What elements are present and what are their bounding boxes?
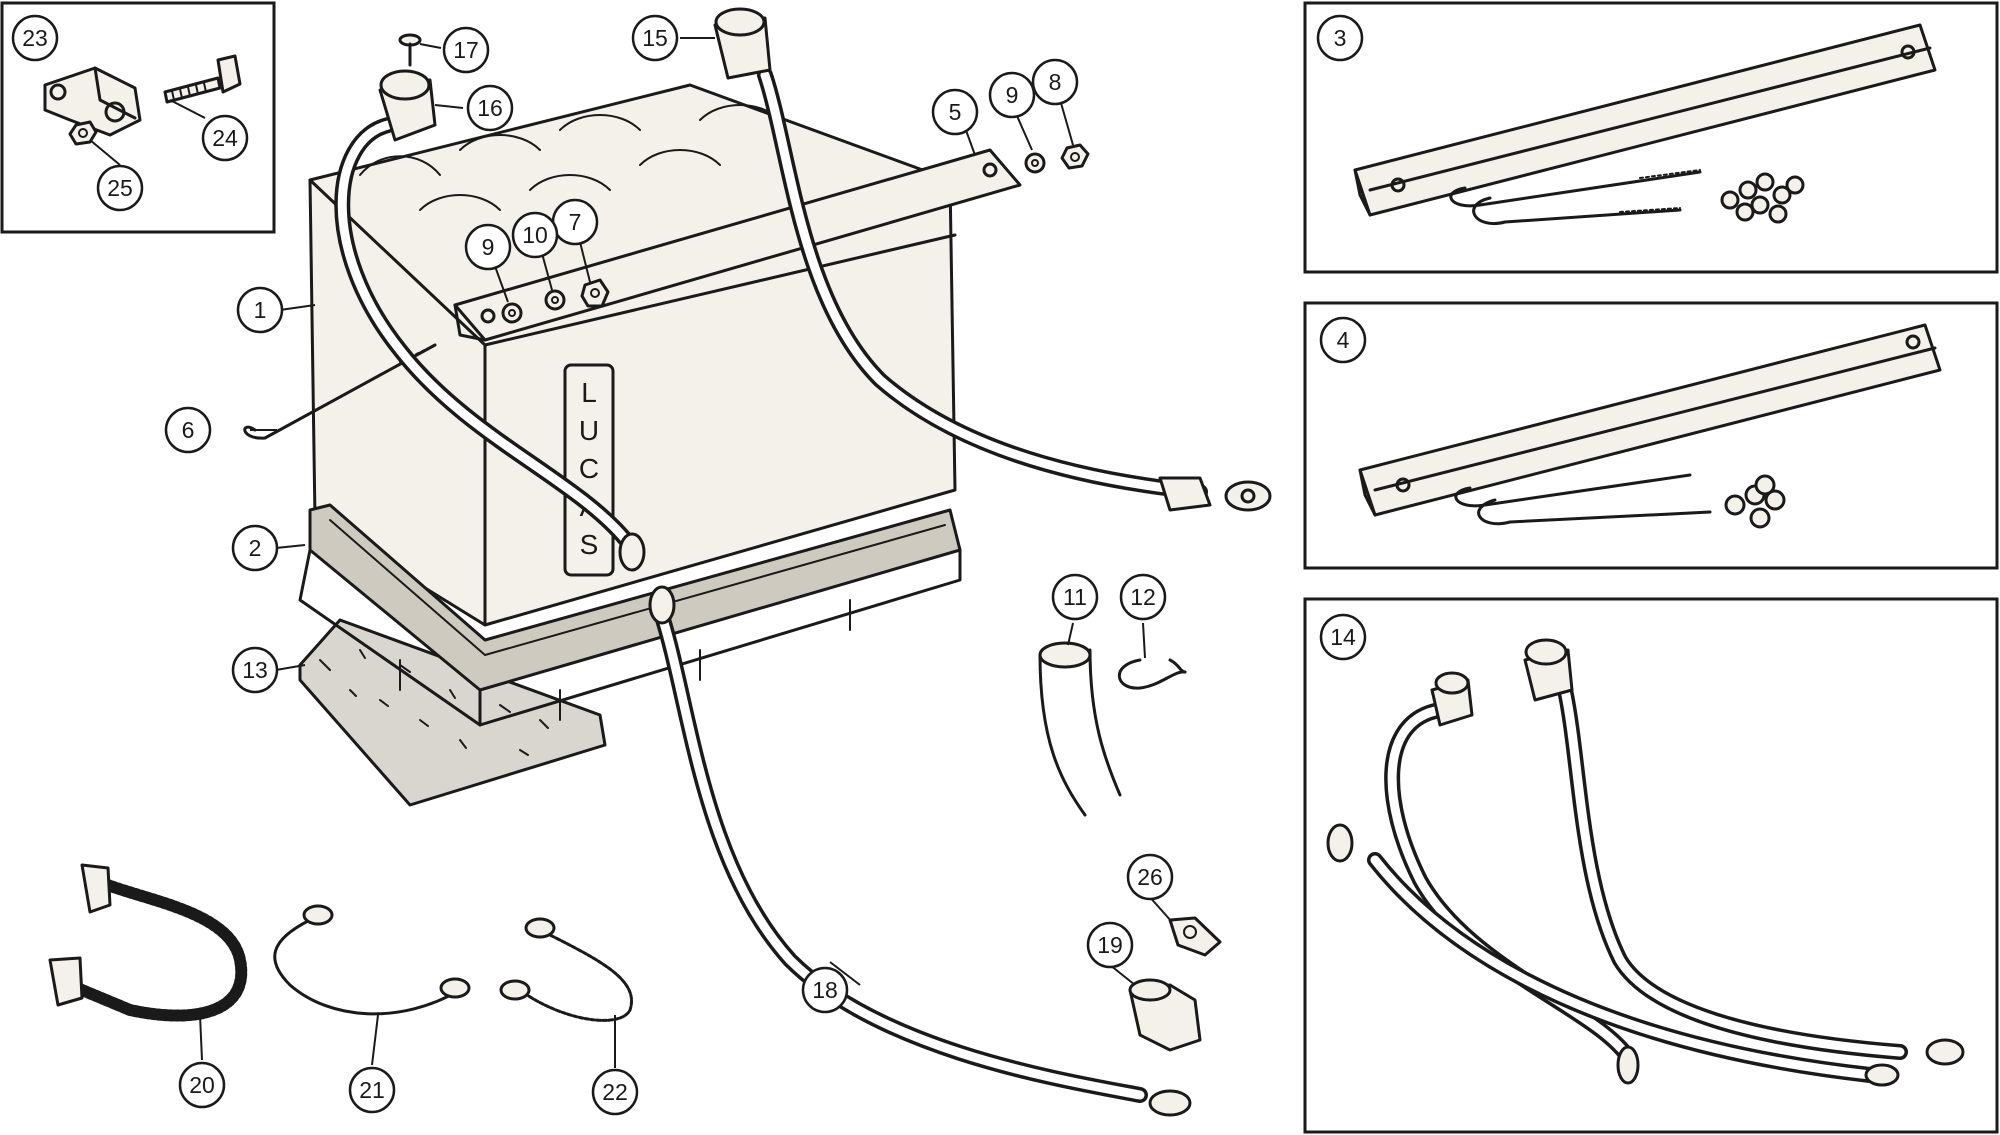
battery-cable-16 — [334, 117, 646, 572]
clamp-nuts-3 — [1720, 172, 1805, 224]
callout-9-right: 9 — [988, 71, 1036, 119]
callout-8: 8 — [1031, 58, 1079, 106]
callout-22: 22 — [591, 1068, 639, 1116]
callout-24: 24 — [201, 114, 249, 162]
cable-clip — [1117, 658, 1187, 690]
svg-text:7: 7 — [569, 209, 582, 235]
svg-text:14: 14 — [1330, 624, 1356, 650]
svg-text:9: 9 — [482, 234, 495, 260]
callout-7: 7 — [551, 198, 599, 246]
svg-text:2: 2 — [249, 535, 262, 561]
svg-text:5: 5 — [949, 99, 962, 125]
nut-8 — [1060, 143, 1090, 170]
svg-text:1: 1 — [254, 297, 267, 323]
inset-panel-cable-set — [1303, 597, 1999, 1134]
washer-9-left — [501, 302, 523, 324]
callout-1: 1 — [236, 286, 284, 334]
callout-21: 21 — [348, 1066, 396, 1114]
svg-text:4: 4 — [1337, 327, 1350, 353]
svg-text:16: 16 — [477, 95, 503, 121]
brand-letter-c: C — [579, 453, 599, 484]
clamp-nuts-4 — [1724, 474, 1786, 529]
callout-17: 17 — [442, 26, 490, 74]
inset-panel-clamp-4 — [1303, 301, 1999, 570]
svg-text:24: 24 — [212, 125, 238, 151]
svg-text:3: 3 — [1334, 25, 1347, 51]
svg-text:26: 26 — [1137, 864, 1163, 890]
callout-19: 19 — [1086, 921, 1134, 969]
callout-26: 26 — [1126, 853, 1174, 901]
screw-17 — [398, 33, 422, 67]
callout-15: 15 — [631, 14, 679, 62]
terminal-bolt — [163, 54, 242, 104]
svg-text:19: 19 — [1097, 932, 1123, 958]
earth-strap-22 — [499, 917, 633, 1022]
callout-9-left: 9 — [464, 223, 512, 271]
svg-text:6: 6 — [182, 417, 195, 443]
battery-brand-mark: L U C A S — [579, 377, 599, 560]
clamp-bar-3 — [1353, 23, 1937, 225]
callout-18: 18 — [801, 966, 849, 1014]
battery-cable-18 — [648, 585, 1192, 1117]
callout-23: 23 — [11, 14, 59, 62]
callout-20: 20 — [178, 1061, 226, 1109]
svg-text:8: 8 — [1049, 69, 1062, 95]
svg-text:9: 9 — [1006, 82, 1019, 108]
callout-6: 6 — [164, 406, 212, 454]
earth-strap-21 — [273, 904, 471, 1016]
callout-14: 14 — [1319, 613, 1367, 661]
wing-nut-7 — [580, 278, 610, 308]
callout-5: 5 — [931, 88, 979, 136]
brand-letter-s: S — [580, 529, 599, 560]
brand-letter-u: U — [579, 415, 599, 446]
callout-4: 4 — [1319, 316, 1367, 364]
callout-10: 10 — [511, 211, 559, 259]
callout-13: 13 — [231, 646, 279, 694]
svg-text:12: 12 — [1130, 584, 1156, 610]
callout-25: 25 — [96, 164, 144, 212]
callout-3: 3 — [1316, 14, 1364, 62]
terminal-nut — [68, 120, 98, 146]
svg-text:15: 15 — [642, 25, 668, 51]
svg-text:11: 11 — [1063, 584, 1087, 610]
washer-10 — [544, 289, 566, 311]
cable-set — [1326, 638, 1965, 1087]
washer-9-right — [1024, 152, 1046, 174]
battery-tray — [298, 503, 962, 727]
inset-panel-clamp-3 — [1303, 1, 1999, 274]
svg-text:10: 10 — [522, 222, 548, 248]
terminal-16 — [378, 69, 437, 142]
svg-text:25: 25 — [107, 175, 133, 201]
terminal-clamp — [43, 66, 142, 137]
inset-panel-terminal — [0, 1, 276, 234]
svg-text:22: 22 — [602, 1079, 628, 1105]
svg-text:17: 17 — [453, 37, 479, 63]
earth-strap-20 — [48, 863, 248, 1022]
felt-pad — [298, 618, 607, 807]
callout-16: 16 — [466, 84, 514, 132]
svg-text:18: 18 — [812, 977, 838, 1003]
rubber-sleeve — [1038, 641, 1122, 817]
svg-text:21: 21 — [359, 1077, 385, 1103]
callout-2: 2 — [231, 524, 279, 572]
callout-11: 11 — [1051, 573, 1099, 621]
battery-cable-15 — [757, 67, 1272, 512]
clamp-bar-4 — [1358, 323, 1942, 526]
svg-text:23: 23 — [22, 25, 48, 51]
svg-text:20: 20 — [189, 1072, 215, 1098]
cable-clip-26 — [1168, 916, 1222, 957]
callout-12: 12 — [1119, 573, 1167, 621]
terminal-cover-19 — [1128, 978, 1202, 1052]
terminal-15 — [713, 7, 772, 80]
svg-text:13: 13 — [242, 657, 268, 683]
brand-letter-l: L — [581, 377, 597, 408]
